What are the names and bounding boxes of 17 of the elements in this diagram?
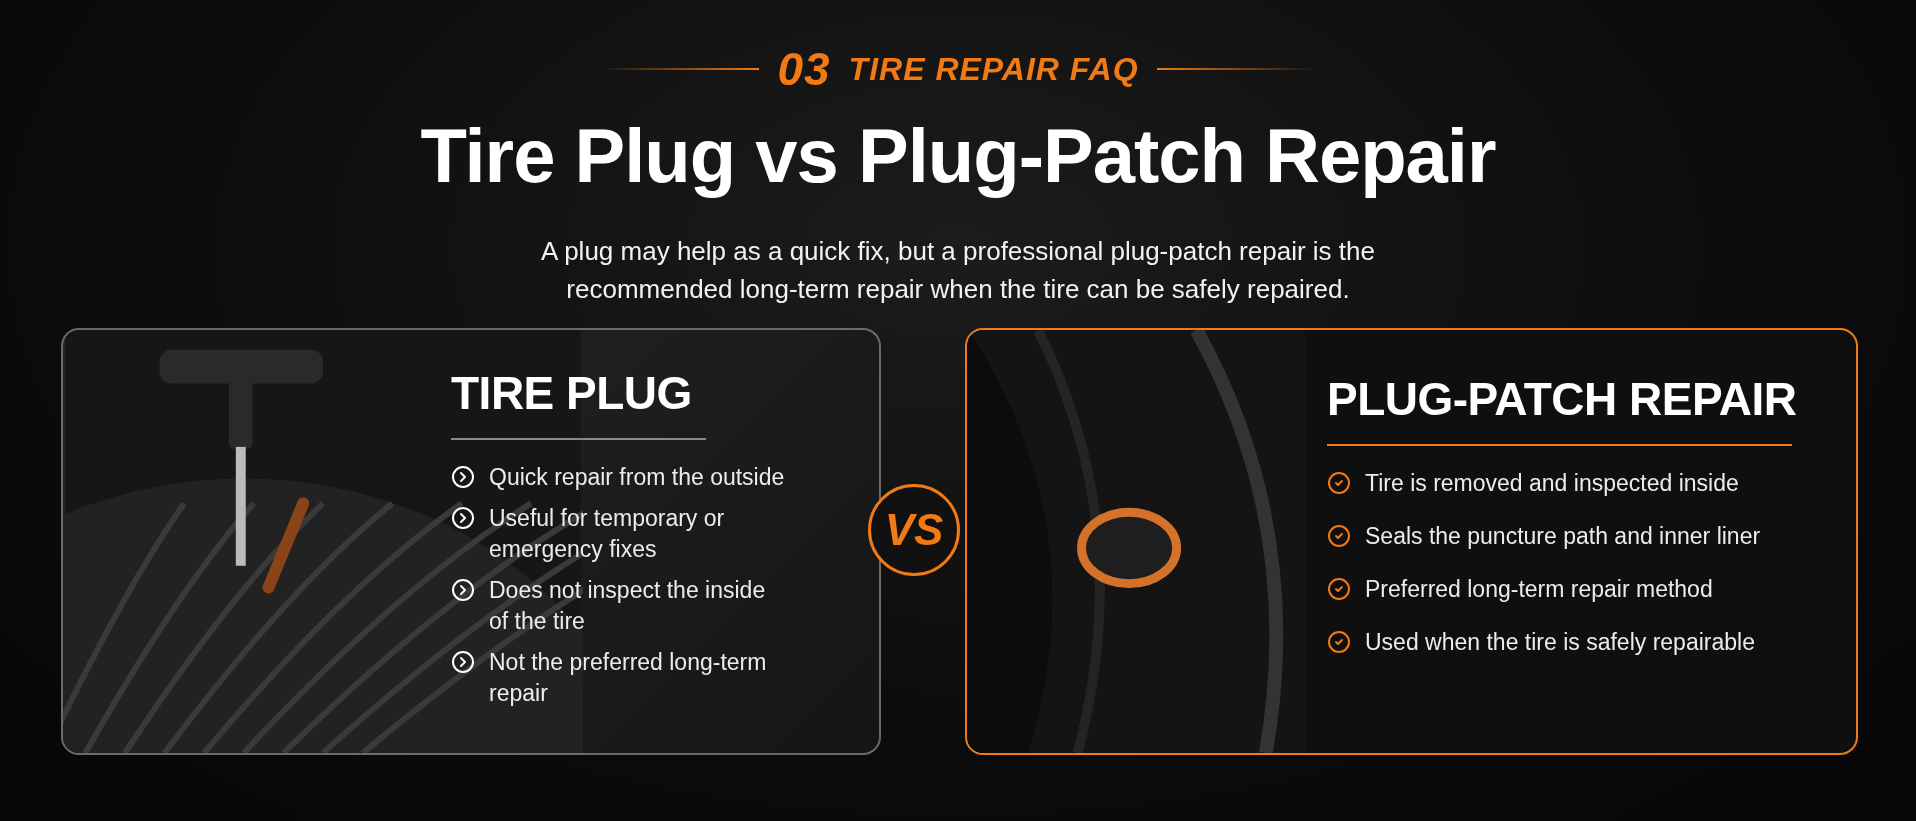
bullet-text: Used when the tire is safely repairable: [1365, 628, 1755, 657]
card-heading: PLUG-PATCH REPAIR: [1327, 372, 1797, 426]
section-number: 03: [777, 42, 831, 96]
card-heading: TIRE PLUG: [451, 366, 693, 420]
comparison-card: [965, 328, 1858, 755]
title: Tire Plug vs Plug-Patch Repair: [419, 112, 1497, 199]
vs-badge: VS: [868, 484, 960, 576]
comparison-card: [61, 328, 881, 755]
bullet-text: Useful for temporary or emergency fixes: [489, 504, 726, 564]
bullet-text: Seals the puncture path and inner liner: [1365, 522, 1761, 551]
bullet-text: Tire is removed and inspected inside: [1365, 469, 1739, 498]
bullet-text: Not the preferred long-term repair: [489, 648, 768, 708]
bullet-text: Does not inspect the inside of the tire: [489, 576, 767, 636]
bullet-text: Quick repair from the outside: [489, 463, 785, 492]
subtitle: A plug may help as a quick fix, but a professional plug-patch repair is the recommended long-term repair when the tire can be safely repaired.: [540, 235, 1376, 306]
bullet-text: Preferred long-term repair method: [1365, 575, 1713, 604]
section-label: TIRE REPAIR FAQ: [848, 50, 1139, 88]
